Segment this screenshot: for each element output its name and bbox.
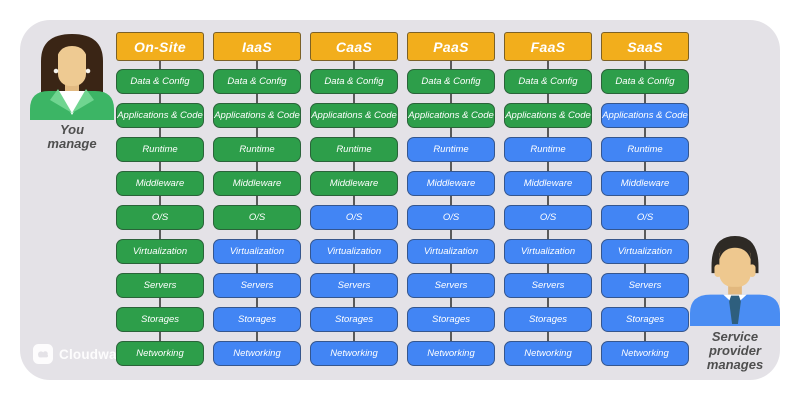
layer-cell-faas-data-config: Data & Config	[504, 69, 592, 94]
column-header-paas: PaaS	[407, 32, 495, 61]
label-line: Service	[711, 329, 759, 344]
layer-cell-iaas-servers: Servers	[213, 273, 301, 298]
woman-earring-right	[85, 68, 91, 74]
layer-cell-paas-o-s: O/S	[407, 205, 495, 230]
man-fringe	[719, 240, 751, 260]
layer-cell-iaas-applications-code: Applications & Code	[213, 103, 301, 128]
layer-cell-paas-networking: Networking	[407, 341, 495, 366]
column-connector-line	[159, 47, 161, 354]
layer-cell-caas-data-config: Data & Config	[310, 69, 398, 94]
layer-cell-faas-storages: Storages	[504, 307, 592, 332]
layer-cell-caas-applications-code: Applications & Code	[310, 103, 398, 128]
provider-manages-label: Service provider manages	[707, 330, 763, 372]
man-tie	[729, 295, 741, 325]
layer-cell-caas-o-s: O/S	[310, 205, 398, 230]
layer-cell-caas-middleware: Middleware	[310, 171, 398, 196]
you-manage-figure: You manage	[27, 27, 117, 151]
woman-avatar	[30, 34, 114, 120]
layer-cell-paas-storages: Storages	[407, 307, 495, 332]
layer-cell-faas-runtime: Runtime	[504, 137, 592, 162]
woman-shirt	[58, 91, 86, 115]
woman-lapel-left	[50, 89, 72, 113]
column-header-on-site: On-Site	[116, 32, 204, 61]
label-line: You	[59, 122, 85, 137]
layer-cell-paas-middleware: Middleware	[407, 171, 495, 196]
column-connector-line	[450, 47, 452, 354]
layer-cell-iaas-o-s: O/S	[213, 205, 301, 230]
layer-cell-saas-o-s: O/S	[601, 205, 689, 230]
layer-cell-faas-applications-code: Applications & Code	[504, 103, 592, 128]
layer-cell-on-site-networking: Networking	[116, 341, 204, 366]
layer-cell-iaas-data-config: Data & Config	[213, 69, 301, 94]
layer-cell-faas-servers: Servers	[504, 273, 592, 298]
layer-cell-faas-networking: Networking	[504, 341, 592, 366]
layer-cell-faas-middleware: Middleware	[504, 171, 592, 196]
woman-lapel-right	[72, 89, 94, 113]
layer-cell-on-site-o-s: O/S	[116, 205, 204, 230]
man-avatar	[690, 235, 780, 326]
layer-cell-paas-data-config: Data & Config	[407, 69, 495, 94]
column-header-iaas: IaaS	[213, 32, 301, 61]
column-header-caas: CaaS	[310, 32, 398, 61]
column-connector-line	[353, 47, 355, 354]
column-connector-line	[256, 47, 258, 354]
layer-cell-caas-servers: Servers	[310, 273, 398, 298]
layer-cell-iaas-middleware: Middleware	[213, 171, 301, 196]
layer-cell-caas-networking: Networking	[310, 341, 398, 366]
column-connector-line	[547, 47, 549, 354]
layer-cell-iaas-storages: Storages	[213, 307, 301, 332]
label-line: provider	[708, 343, 761, 358]
provider-manages-figure: Service provider manages	[690, 232, 780, 372]
column-connector-line	[644, 47, 646, 354]
layer-cell-faas-o-s: O/S	[504, 205, 592, 230]
column-header-faas: FaaS	[504, 32, 592, 61]
layer-cell-caas-runtime: Runtime	[310, 137, 398, 162]
layer-cell-paas-applications-code: Applications & Code	[407, 103, 495, 128]
layer-cell-on-site-servers: Servers	[116, 273, 204, 298]
layer-cell-on-site-virtualization: Virtualization	[116, 239, 204, 264]
man-face	[719, 243, 751, 287]
layer-cell-caas-storages: Storages	[310, 307, 398, 332]
layer-cell-on-site-runtime: Runtime	[116, 137, 204, 162]
layer-cell-on-site-data-config: Data & Config	[116, 69, 204, 94]
layer-cell-caas-virtualization: Virtualization	[310, 239, 398, 264]
layer-cell-saas-middleware: Middleware	[601, 171, 689, 196]
layer-cell-saas-networking: Networking	[601, 341, 689, 366]
layer-cell-iaas-networking: Networking	[213, 341, 301, 366]
layer-cell-on-site-middleware: Middleware	[116, 171, 204, 196]
layer-cell-on-site-applications-code: Applications & Code	[116, 103, 204, 128]
layer-cell-saas-runtime: Runtime	[601, 137, 689, 162]
column-header-saas: SaaS	[601, 32, 689, 61]
layer-cell-saas-data-config: Data & Config	[601, 69, 689, 94]
label-line: manage	[47, 136, 97, 151]
layer-cell-saas-servers: Servers	[601, 273, 689, 298]
layer-cell-paas-virtualization: Virtualization	[407, 239, 495, 264]
woman-earring-left	[53, 68, 59, 74]
layer-cell-paas-runtime: Runtime	[407, 137, 495, 162]
layer-cell-iaas-runtime: Runtime	[213, 137, 301, 162]
layer-cell-iaas-virtualization: Virtualization	[213, 239, 301, 264]
layer-cell-paas-servers: Servers	[407, 273, 495, 298]
woman-face	[58, 41, 86, 86]
layer-cell-saas-applications-code: Applications & Code	[601, 103, 689, 128]
you-manage-label: You manage	[47, 123, 96, 151]
layer-cell-on-site-storages: Storages	[116, 307, 204, 332]
layer-cell-saas-virtualization: Virtualization	[601, 239, 689, 264]
layer-cell-saas-storages: Storages	[601, 307, 689, 332]
layer-cell-faas-virtualization: Virtualization	[504, 239, 592, 264]
cloud-shield-icon	[33, 344, 53, 364]
label-line: manages	[706, 357, 764, 372]
woman-bangs	[55, 38, 89, 62]
